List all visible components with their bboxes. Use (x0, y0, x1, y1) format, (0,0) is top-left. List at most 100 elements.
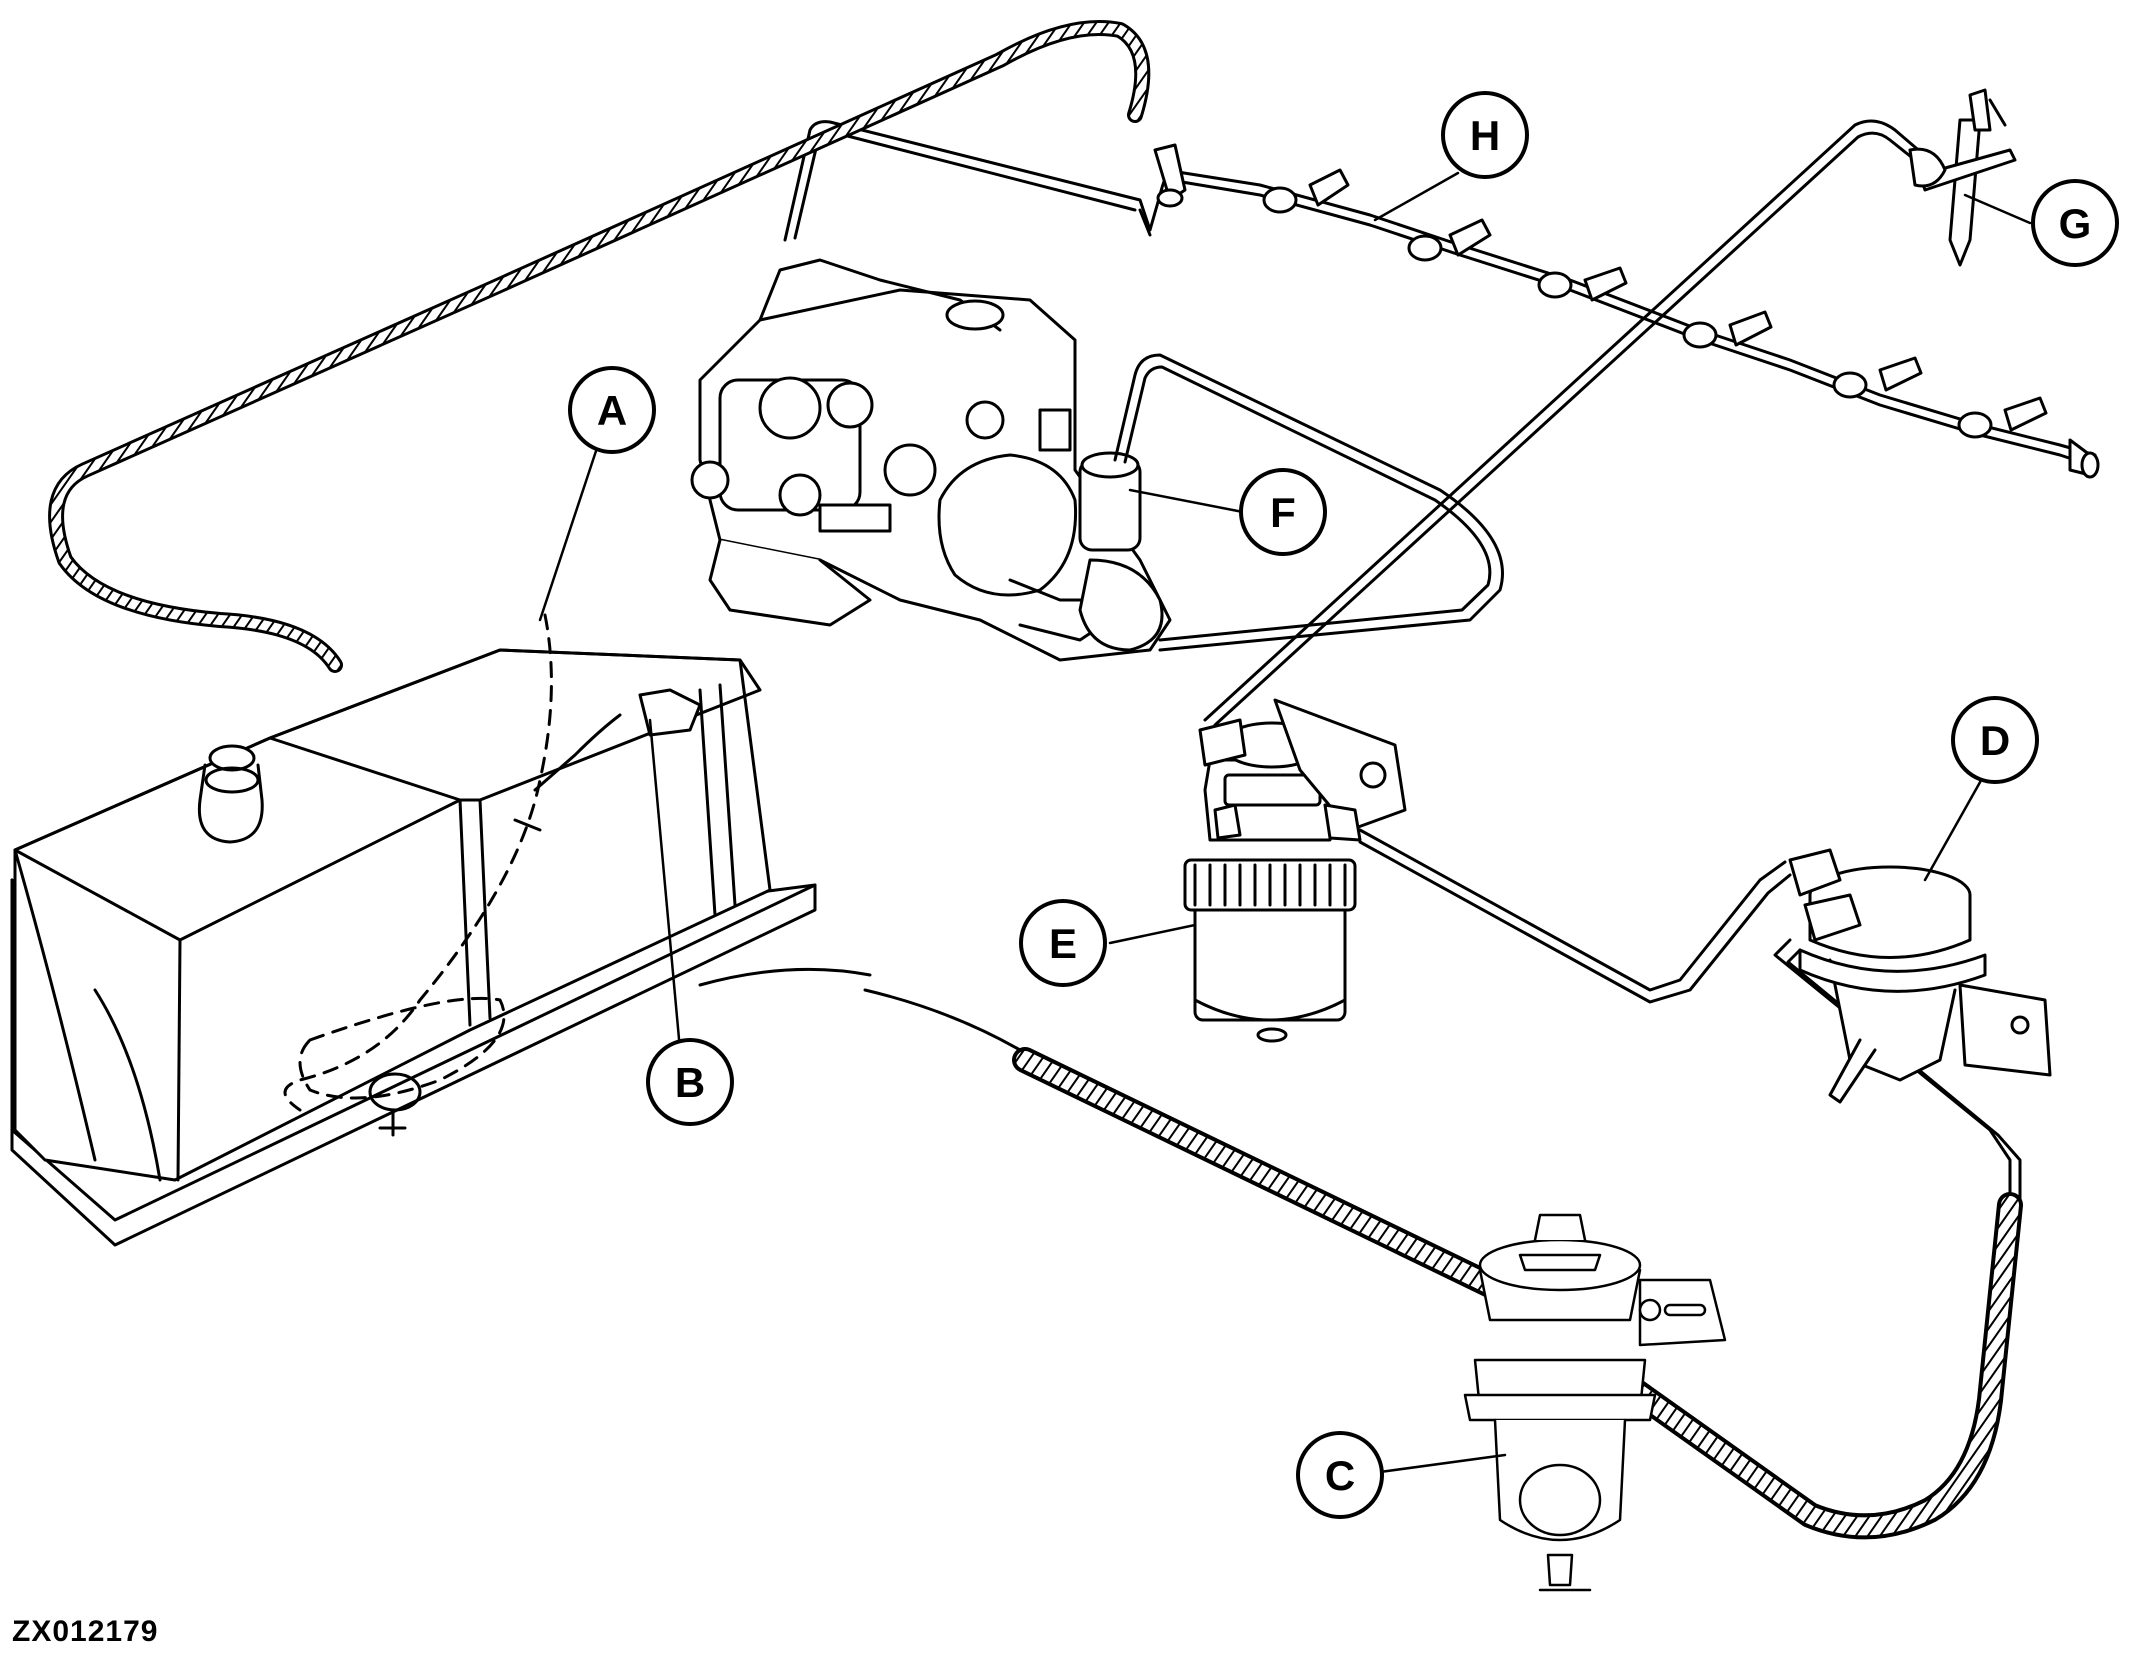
filter-drain (1256, 1027, 1288, 1043)
tank-return-line (698, 967, 872, 987)
nozzle-top (1968, 88, 1992, 132)
callout-e: E (1019, 899, 1107, 987)
callout-d-label: D (1980, 717, 2010, 764)
pump-plug-4 (965, 400, 1005, 440)
callout-f: F (1239, 468, 1327, 556)
figure-id: ZX012179 (12, 1615, 159, 1648)
pump-front-flange (937, 453, 1078, 597)
callout-f-label: F (1270, 489, 1296, 536)
pump-plug-1 (758, 376, 822, 440)
pump-to-filter-line-outer (1113, 353, 1504, 652)
separator-bracket-slot (1663, 1303, 1707, 1317)
tank-seam-rear-2 (718, 683, 737, 907)
filter-ring-knurl (1193, 863, 1347, 907)
separator-bolt (1638, 1298, 1662, 1322)
filter-to-nozzle-line-inner (1213, 131, 1927, 727)
injector-cap-3 (1537, 266, 1628, 302)
filter-to-transfer-pump-outer (1358, 828, 1787, 992)
pickup-hidden-line (283, 613, 553, 1112)
tank-to-pump-hose-braid (51, 23, 1148, 670)
pump-nameplate (818, 503, 892, 533)
tank-left-end-inner (93, 988, 162, 1182)
transfer-pump (1788, 848, 2052, 1104)
injector-cap-6 (1957, 396, 2048, 439)
transfer-pump-diaphragm (1798, 948, 1987, 993)
filler-neck (197, 763, 264, 844)
tank-left-end (13, 848, 97, 1162)
water-separator-prefilter (1463, 1213, 1727, 1592)
tank-top-right (268, 648, 762, 802)
filter-inlet-fitting (1198, 718, 1247, 767)
filler-neck-ring (204, 766, 260, 794)
separator-sediment-cone (1518, 1463, 1602, 1537)
injector-cap-4 (1682, 310, 1773, 349)
filter-bracket (1273, 698, 1407, 832)
tank-seam-front-3 (478, 798, 492, 1020)
injection-pump (690, 258, 1172, 662)
transfer-pump-mount-hole (2010, 1015, 2030, 1035)
leakoff-end-nut (2068, 438, 2100, 479)
filter-outlet-fitting (1323, 803, 1362, 842)
callout-c: C (1296, 1431, 1384, 1519)
pump-plug-5 (690, 460, 730, 500)
return-line-1 (1138, 208, 1152, 237)
pump-advance-unit (1078, 558, 1164, 652)
supply-hose-to-separator-braid (1016, 1051, 1499, 1294)
leader-b (648, 718, 682, 1052)
nozzle-body (1948, 118, 1982, 267)
callout-h: H (1441, 91, 1529, 179)
leader-f (1128, 488, 1245, 514)
nozzle-return-banjo (1908, 147, 1947, 188)
filter-to-transfer-pump-inner (1358, 840, 1792, 1004)
tank-drain-valve (368, 1072, 422, 1137)
filler-cap (208, 744, 256, 772)
separator-flange (1463, 1393, 1657, 1422)
separator-handle (1518, 1253, 1602, 1272)
pump-cap (945, 299, 1005, 331)
tank-seam-front-2 (458, 798, 472, 1027)
transfer-pump-inlet (1788, 848, 1842, 897)
pump-lower-body (708, 538, 872, 627)
separator-to-pump-hose (1607, 1192, 2023, 1540)
pump-outlet-cap (1080, 451, 1140, 479)
final-fuel-filter (1183, 698, 1407, 1043)
callout-g: G (2031, 179, 2119, 267)
leader-h (1373, 171, 1460, 222)
filter-bleed-screw (1213, 803, 1242, 840)
flex-hoses (48, 20, 2023, 1540)
callout-a-label: A (597, 387, 627, 434)
pump-bleed-fitting (1038, 408, 1072, 452)
transfer-pump-mount (1958, 983, 2052, 1077)
callout-d: D (1951, 696, 2039, 784)
filter-bowl-bottom (1193, 998, 1347, 1022)
separator-cap (1533, 1213, 1587, 1242)
leader-d (1923, 766, 1990, 882)
pump-plug-6 (778, 473, 822, 517)
fuel-tank (10, 613, 817, 1247)
injector-cap-2 (1407, 218, 1492, 262)
callout-c-label: C (1325, 1452, 1355, 1499)
separator-drain (1546, 1553, 1574, 1587)
leader-c (1378, 1453, 1507, 1474)
injector-cap-5 (1832, 356, 1923, 399)
callout-a: A (568, 366, 656, 454)
leader-e (1108, 923, 1197, 945)
tank-sender-fitting (513, 688, 702, 832)
callout-h-label: H (1470, 112, 1500, 159)
filter-bracket-bolt (1359, 761, 1387, 789)
nozzle-pin (1988, 98, 2007, 127)
pump-plug-2 (826, 381, 874, 429)
filter-head-knurl (1223, 773, 1322, 807)
leakoff-tee (1153, 143, 1187, 208)
injector-cap-1 (1262, 168, 1350, 214)
leader-lines (538, 171, 2032, 1474)
callout-e-label: E (1049, 920, 1077, 967)
transfer-pump-to-hose-inner (1786, 948, 2022, 1202)
leader-a (538, 443, 600, 622)
filter-to-nozzle-line-outer (1203, 119, 1932, 722)
sump-hidden-outline (298, 996, 506, 1100)
tank-seam-front-1 (176, 938, 182, 1182)
tank-return-line-2 (863, 988, 1022, 1052)
leakoff-injector-caps (1153, 143, 2100, 479)
